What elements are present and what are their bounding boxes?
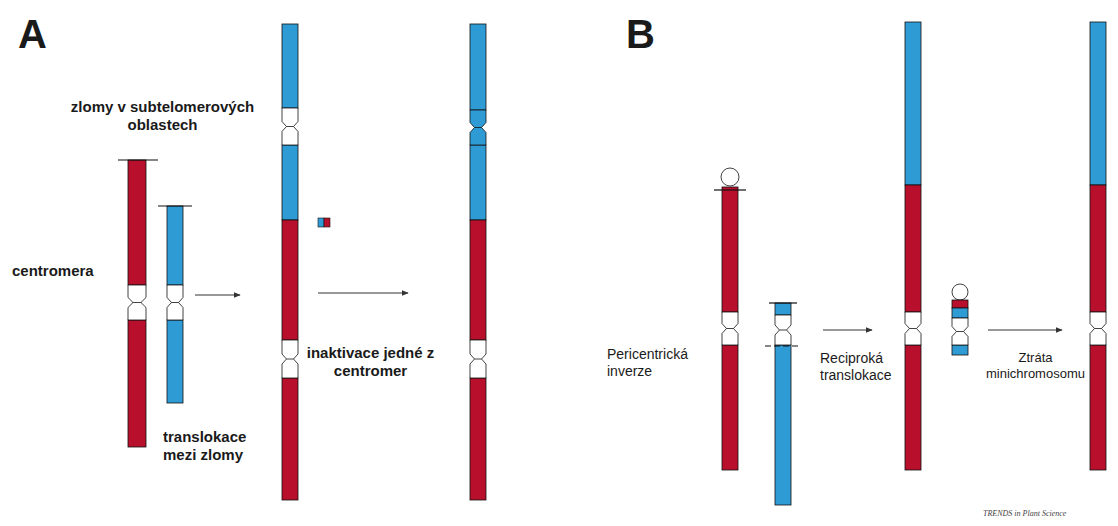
centromere [470, 340, 486, 378]
centromere [722, 312, 738, 345]
centromere-waist [779, 330, 786, 331]
chromosome-arm [128, 160, 146, 285]
telomere-knob [721, 168, 739, 186]
centromere-waist [909, 328, 916, 329]
break-mark [769, 302, 797, 303]
chromosome-arm [722, 345, 738, 470]
centromere [282, 340, 298, 378]
chromosome-arm [905, 345, 921, 470]
chromosome-arm [167, 206, 183, 285]
chromosome-arm [775, 303, 791, 315]
centromere-waist [286, 126, 293, 127]
centromere [905, 312, 921, 345]
step-label: Ztráta minichromosomu [984, 350, 1087, 381]
centromere [952, 318, 968, 345]
chromosome-arm [952, 345, 968, 355]
centromere-waist [956, 331, 963, 332]
translocated-chromosome [905, 22, 921, 470]
chromosome-arm [470, 378, 486, 500]
break-mark [765, 345, 801, 346]
process-arrow [823, 330, 872, 331]
centromere-waist [171, 302, 178, 303]
panel-letter: A [18, 10, 68, 58]
step-label: translokace mezi zlomy [163, 428, 268, 464]
centromere-label: centromera [12, 262, 112, 280]
panel-letter: B [626, 10, 676, 58]
red-chromosome [128, 160, 146, 447]
chromosome-arm [470, 145, 486, 220]
chromosome-arm [1090, 22, 1106, 185]
centromere [128, 285, 146, 320]
chromosome-arm [1090, 345, 1106, 470]
step-label: Reciproká translokace [820, 350, 904, 384]
centromere [470, 110, 486, 145]
chromosome-arm [470, 24, 486, 110]
chromosome-arm [282, 145, 298, 220]
chromosome-arm [470, 220, 486, 340]
chromosome-arm [282, 220, 298, 340]
chromosome-arm [775, 345, 791, 505]
centromere [282, 108, 298, 145]
blue-chromosome-b [775, 303, 791, 505]
process-arrow [195, 295, 240, 296]
stable-dicentric-chromosome [470, 24, 486, 500]
centromere-waist [133, 302, 141, 303]
final-chromosome [1090, 22, 1106, 470]
source-watermark: TRENDS in Plant Science [983, 509, 1113, 519]
chromosome-arm [952, 300, 968, 308]
centromere-waist [726, 328, 733, 329]
centromere [775, 315, 791, 345]
centromere [1090, 312, 1106, 345]
step-label: Pericentrická inverze [607, 346, 717, 380]
telomere-knob [952, 284, 968, 300]
chromosome-arm [952, 308, 968, 318]
process-arrow [318, 293, 408, 294]
dicentric-chromosome [282, 24, 298, 500]
small-fragment [318, 218, 324, 227]
centromere-waist [474, 127, 481, 128]
red-chromosome-b [722, 187, 738, 470]
minichromosome [952, 300, 968, 355]
centromere-waist [1094, 328, 1101, 329]
chromosome-arm [1090, 185, 1106, 312]
process-arrow [988, 330, 1062, 331]
blue-chromosome [167, 206, 183, 403]
chromosome-arm [905, 185, 921, 312]
break-mark [158, 205, 192, 206]
centromere-waist [474, 359, 481, 360]
chromosome-arm [722, 187, 738, 312]
break-mark [714, 189, 746, 190]
chromosome-arm [128, 320, 146, 447]
chromosome-arm [282, 378, 298, 500]
chromosome-arm [905, 22, 921, 185]
centromere-waist [286, 359, 293, 360]
chromosome-arm [282, 24, 298, 108]
break-label: zlomy v subtelomerových oblastech [50, 98, 275, 134]
centromere [167, 285, 183, 320]
step-label: inaktivace jedné z centromer [298, 344, 443, 380]
chromosome-arm [167, 320, 183, 403]
small-fragment [324, 218, 330, 227]
break-mark [118, 159, 158, 160]
